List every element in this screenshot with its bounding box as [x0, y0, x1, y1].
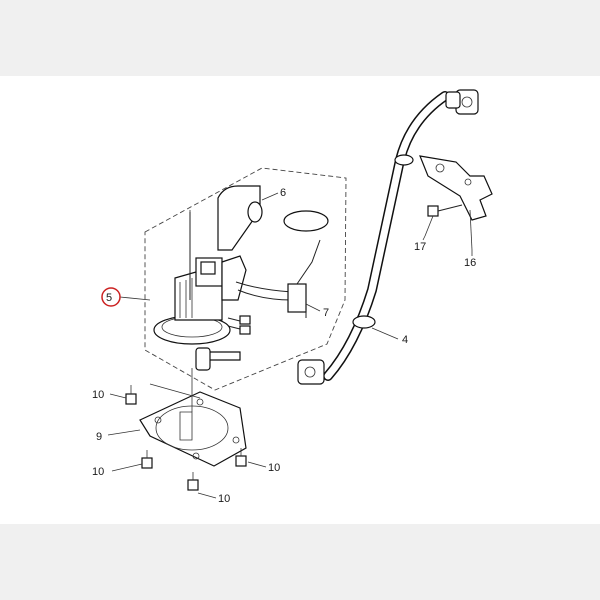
bolt-bottom — [187, 472, 199, 491]
bolt-left — [141, 450, 153, 469]
callout-10-top-left: 10 — [92, 389, 104, 401]
bracket-bolt — [424, 204, 463, 237]
leader-10-tl — [109, 393, 127, 399]
callout-10-left: 10 — [92, 466, 104, 478]
leader-9 — [107, 429, 141, 436]
assembly-outline — [144, 167, 347, 391]
callout-6: 6 — [280, 187, 286, 199]
bolt-right — [235, 448, 247, 467]
leader-10-r — [247, 461, 267, 468]
leader-10-b — [197, 492, 217, 499]
callout-5: 5 — [106, 292, 112, 304]
callout-10-right: 10 — [268, 462, 280, 474]
callout-9: 9 — [96, 431, 102, 443]
leader-5 — [119, 296, 151, 301]
callout-4: 4 — [402, 334, 408, 346]
callout-7: 7 — [323, 307, 329, 319]
leader-17 — [422, 235, 426, 241]
fuel-pump-assembly — [153, 185, 329, 371]
callout-10-bottom: 10 — [218, 493, 230, 505]
bolt-top-left — [125, 385, 137, 405]
leader-6 — [261, 192, 279, 201]
callout-5-highlight-ring — [101, 287, 121, 307]
leader-4 — [371, 327, 399, 340]
leader-7 — [305, 303, 321, 312]
leader-10-l — [111, 463, 143, 472]
hose-mark-line — [149, 383, 201, 399]
hose-bracket — [419, 155, 493, 251]
callout-16: 16 — [464, 257, 476, 269]
callout-17: 17 — [414, 241, 426, 253]
fuel-hose — [297, 89, 479, 385]
